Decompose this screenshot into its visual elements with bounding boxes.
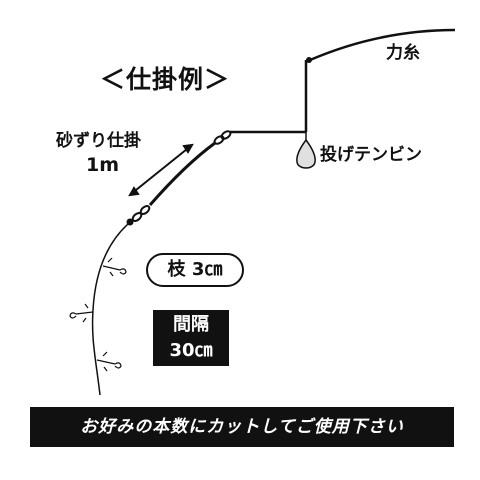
branch-hook: [69, 303, 94, 323]
main-line-knot: [306, 57, 312, 63]
sunazuri-label: 砂ずり仕掛: [56, 131, 141, 151]
branch-value: 3㎝: [191, 259, 223, 280]
leader-line: [91, 223, 129, 396]
sunazuri-length-label: 1m: [86, 154, 120, 176]
page-title: ＜仕掛例＞: [100, 65, 231, 94]
main-line-label: 力糸: [386, 43, 420, 63]
sunazuri-section: [148, 141, 216, 206]
main-line: [309, 28, 456, 62]
cut-instruction-banner: お好みの本数にカットしてご使用下さい: [30, 407, 454, 447]
branch-hook: [96, 351, 122, 372]
branch-label: 枝: [167, 259, 186, 280]
sinker-weight: [296, 138, 316, 169]
snap-swivel-top: [213, 130, 232, 145]
sinker-label: 投げテンビン: [320, 145, 422, 165]
interval-label: 間隔: [173, 314, 209, 335]
length-dimension-arrow: [128, 143, 194, 197]
interval-badge: 間隔 30㎝: [153, 310, 229, 366]
snap-swivel-bottom: [126, 205, 151, 226]
branch-hook: [102, 257, 127, 277]
interval-value: 30㎝: [169, 340, 213, 361]
branch-length-badge: 枝 3㎝: [146, 253, 244, 287]
